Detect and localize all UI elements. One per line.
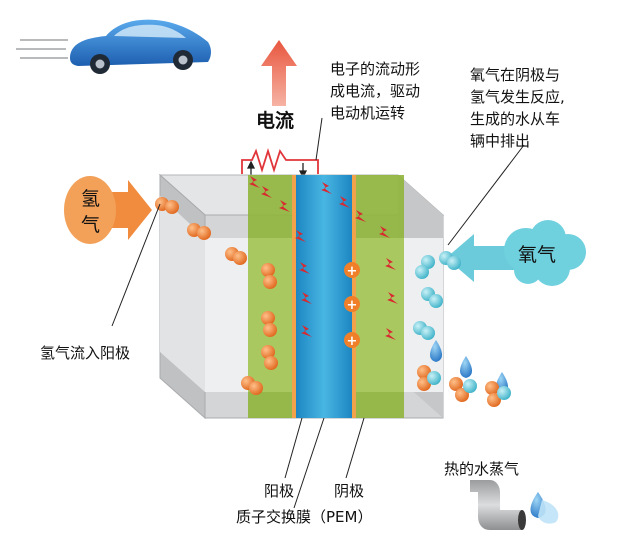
water-droplet-icons [417,340,511,407]
electron-spark-icons [249,176,398,340]
oxygen-molecules [413,251,461,340]
current-label: 电流 [256,110,295,132]
electron-flow-label: 电子的流动形 成电流，驱动 电动机运转 [330,60,421,122]
pem-label: 质子交换膜（PEM） [236,508,373,526]
proton-icons: + + + [344,262,360,349]
fuel-cell-frame [158,173,445,420]
oxygen-cloud-icon [504,220,586,286]
svg-text:+: + [347,298,358,313]
oxygen-tag: 氧气 [518,244,557,266]
circuit-wire [241,148,319,174]
current-flow-arrows [246,160,308,179]
anode-label: 阳极 [264,482,295,500]
hydrogen-inflow-label: 氢气流入阳极 [40,344,131,362]
svg-text:+: + [347,334,358,349]
oxygen-reaction-label: 氧气在阴极与 氢气发生反应, 生成的水从车 辆中排出 [470,66,565,150]
leader-lines [111,117,525,509]
cathode-label: 阴极 [334,482,365,500]
svg-text:+: + [347,264,358,279]
exhaust-pipe-icon [470,480,559,530]
car-icon [16,19,211,74]
steam-label: 热的水蒸气 [444,460,520,478]
hydrogen-tag: 氢 气 [81,188,101,236]
hydrogen-molecules [155,197,278,395]
current-arrow-icon [261,40,297,106]
hydrogen-cloud-icon [64,176,116,244]
